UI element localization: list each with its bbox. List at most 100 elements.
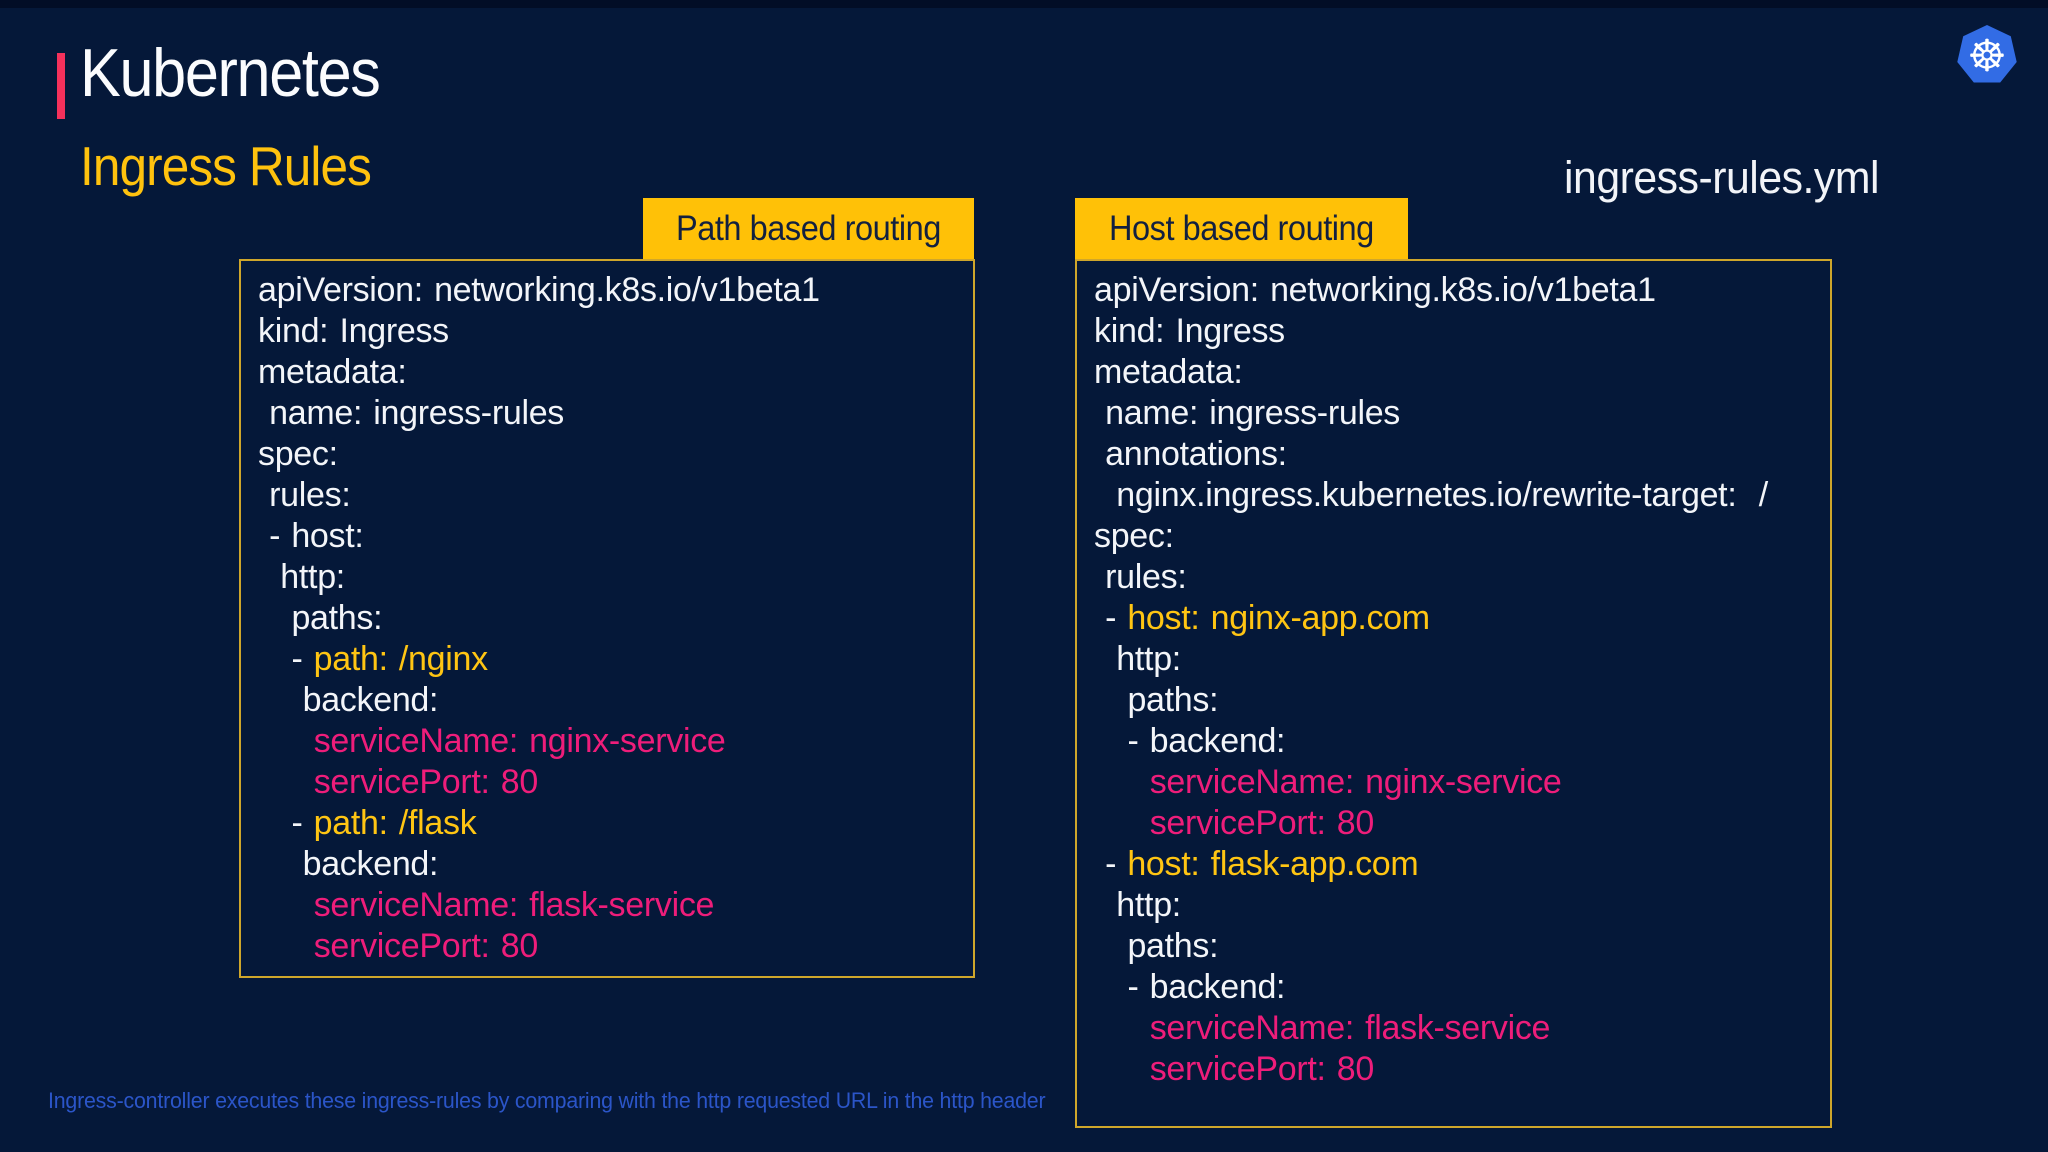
code-segment: servicePort: 80: [1149, 804, 1375, 842]
code-line: metadata:: [258, 352, 973, 393]
code-line: backend:: [258, 844, 973, 885]
top-edge-strip: [0, 0, 2048, 8]
code-segment: paths:: [1094, 681, 1219, 719]
code-line: serviceName: nginx-service: [1094, 762, 1830, 803]
code-segment: [258, 927, 314, 965]
code-line: servicePort: 80: [1094, 803, 1830, 844]
code-line: paths:: [258, 598, 973, 639]
code-line: backend:: [258, 680, 973, 721]
code-line: paths:: [1094, 926, 1830, 967]
code-segment: rules:: [1094, 558, 1187, 596]
code-line: rules:: [258, 475, 973, 516]
code-line: http:: [1094, 885, 1830, 926]
code-line: spec:: [258, 434, 973, 475]
code-segment: backend:: [258, 845, 439, 883]
code-segment: [1094, 1050, 1150, 1088]
kubernetes-heptagon: [1957, 25, 2017, 83]
code-line: serviceName: nginx-service: [258, 721, 973, 762]
code-line: - path: /nginx: [258, 639, 973, 680]
code-segment: serviceName: nginx-service: [1149, 763, 1562, 801]
code-line: serviceName: flask-service: [1094, 1008, 1830, 1049]
code-segment: path: /flask: [313, 804, 477, 842]
code-segment: - backend:: [1094, 722, 1286, 760]
code-segment: [1094, 763, 1150, 801]
code-segment: kind: Ingress: [258, 312, 449, 350]
code-segment: servicePort: 80: [1149, 1050, 1375, 1088]
code-line: - backend:: [1094, 967, 1830, 1008]
tab-label: Host based routing: [1109, 208, 1374, 248]
code-segment: metadata:: [1094, 353, 1243, 391]
code-line: apiVersion: networking.k8s.io/v1beta1: [258, 270, 973, 311]
kubernetes-logo-icon: ☸: [1956, 24, 2018, 88]
code-line: http:: [1094, 639, 1830, 680]
code-segment: servicePort: 80: [313, 763, 539, 801]
code-segment: paths:: [258, 599, 383, 637]
footnote: Ingress-controller executes these ingres…: [48, 1088, 1046, 1113]
code-segment: http:: [258, 558, 345, 596]
code-line: servicePort: 80: [1094, 1049, 1830, 1090]
code-segment: path: /nginx: [313, 640, 489, 678]
code-line: metadata:: [1094, 352, 1830, 393]
code-segment: kind: Ingress: [1094, 312, 1285, 350]
code-segment: paths:: [1094, 927, 1219, 965]
code-line: http:: [258, 557, 973, 598]
code-line: rules:: [1094, 557, 1830, 598]
code-segment: [1094, 1009, 1150, 1047]
code-line: - backend:: [1094, 721, 1830, 762]
code-segment: spec:: [258, 435, 338, 473]
tab-host-based-routing: Host based routing: [1075, 198, 1408, 259]
code-line: spec:: [1094, 516, 1830, 557]
code-segment: spec:: [1094, 517, 1174, 555]
code-segment: - host:: [258, 517, 364, 555]
code-segment: name: ingress-rules: [258, 394, 565, 432]
code-line: apiVersion: networking.k8s.io/v1beta1: [1094, 270, 1830, 311]
code-line: annotations:: [1094, 434, 1830, 475]
code-segment: -: [258, 804, 314, 842]
code-line: name: ingress-rules: [258, 393, 973, 434]
code-line: name: ingress-rules: [1094, 393, 1830, 434]
code-segment: serviceName: nginx-service: [313, 722, 726, 760]
code-segment: nginx.ingress.kubernetes.io/rewrite-targ…: [1094, 476, 1768, 514]
code-segment: -: [1094, 599, 1128, 637]
helm-wheel-icon: ☸: [1967, 31, 2007, 82]
code-segment: apiVersion: networking.k8s.io/v1beta1: [1094, 271, 1656, 309]
tab-label: Path based routing: [676, 208, 941, 248]
code-line: paths:: [1094, 680, 1830, 721]
tab-path-based-routing: Path based routing: [643, 198, 974, 259]
code-segment: - backend:: [1094, 968, 1286, 1006]
code-segment: [258, 886, 314, 924]
filename-label: ingress-rules.yml: [1564, 152, 1879, 203]
code-segment: [258, 763, 314, 801]
code-line: servicePort: 80: [258, 926, 973, 967]
code-segment: name: ingress-rules: [1094, 394, 1401, 432]
code-segment: host: nginx-app.com: [1127, 599, 1430, 637]
code-line: nginx.ingress.kubernetes.io/rewrite-targ…: [1094, 475, 1830, 516]
code-segment: apiVersion: networking.k8s.io/v1beta1: [258, 271, 820, 309]
code-segment: backend:: [258, 681, 439, 719]
page-subtitle: Ingress Rules: [80, 135, 372, 197]
code-segment: annotations:: [1094, 435, 1287, 473]
code-line: kind: Ingress: [258, 311, 973, 352]
title-accent-bar: [57, 53, 65, 119]
code-segment: [258, 722, 314, 760]
code-line: - host:: [258, 516, 973, 557]
code-line: kind: Ingress: [1094, 311, 1830, 352]
code-line: - host: nginx-app.com: [1094, 598, 1830, 639]
code-line: serviceName: flask-service: [258, 885, 973, 926]
code-segment: http:: [1094, 886, 1181, 924]
code-segment: rules:: [258, 476, 351, 514]
page-title: Kubernetes: [80, 35, 381, 111]
code-segment: serviceName: flask-service: [313, 886, 715, 924]
code-segment: servicePort: 80: [313, 927, 539, 965]
code-segment: host: flask-app.com: [1127, 845, 1419, 883]
code-line: - path: /flask: [258, 803, 973, 844]
code-line: servicePort: 80: [258, 762, 973, 803]
code-segment: [1094, 804, 1150, 842]
code-segment: serviceName: flask-service: [1149, 1009, 1551, 1047]
code-segment: -: [258, 640, 314, 678]
code-line: - host: flask-app.com: [1094, 844, 1830, 885]
code-segment: metadata:: [258, 353, 407, 391]
